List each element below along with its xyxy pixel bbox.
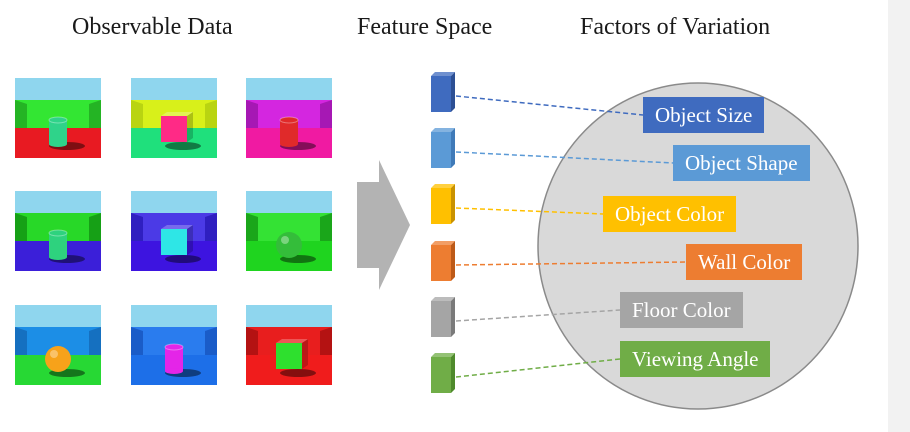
right-margin-strip: [888, 0, 910, 432]
scene-thumbnail: [15, 191, 101, 271]
factor-label: Object Size: [643, 97, 765, 133]
feature-bar: [431, 241, 455, 281]
factor-connector: [455, 309, 621, 322]
factor-label: Object Color: [603, 196, 737, 232]
scene-thumbnail: [246, 191, 332, 271]
scene-thumbnail: [15, 78, 101, 158]
heading-factors-of-variation: Factors of Variation: [580, 14, 771, 40]
feature-bar: [431, 353, 455, 393]
factor-connector: [455, 95, 644, 116]
scene-thumbnail: [246, 78, 332, 158]
feature-bar: [431, 297, 455, 337]
factor-connector: [455, 261, 687, 266]
factor-label: Object Shape: [673, 145, 810, 181]
heading-feature-space: Feature Space: [357, 14, 493, 40]
scene-thumbnail: [131, 191, 217, 271]
factor-connector: [455, 358, 621, 378]
factor-label: Floor Color: [620, 292, 743, 328]
heading-observable-data: Observable Data: [72, 14, 233, 40]
feature-bar: [431, 128, 455, 168]
feature-bar: [431, 184, 455, 224]
scene-thumbnail: [131, 78, 217, 158]
factor-connector: [455, 151, 674, 164]
transform-arrow: [357, 160, 410, 290]
factor-label: Wall Color: [686, 244, 803, 280]
factor-label: Viewing Angle: [620, 341, 771, 377]
feature-bar: [431, 72, 455, 112]
scene-thumbnail: [246, 305, 332, 385]
scene-thumbnail: [131, 305, 217, 385]
factor-connector: [455, 207, 604, 215]
scene-thumbnail: [15, 305, 101, 385]
